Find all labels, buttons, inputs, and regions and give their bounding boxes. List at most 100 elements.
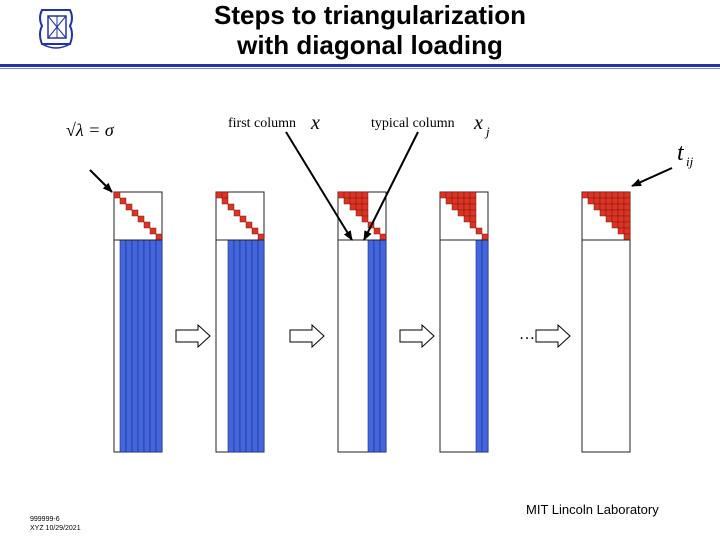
matrix-5 bbox=[581, 191, 631, 453]
matrix-outline bbox=[581, 191, 631, 453]
red-cell bbox=[361, 215, 369, 223]
blue-column bbox=[149, 239, 157, 453]
red-cell bbox=[119, 197, 127, 205]
red-cell bbox=[137, 215, 145, 223]
blue-column bbox=[481, 239, 489, 453]
blue-column bbox=[475, 239, 483, 453]
red-cell bbox=[451, 203, 459, 211]
red-cell bbox=[355, 197, 363, 205]
title-line-2: with diagonal loading bbox=[237, 30, 503, 60]
red-cell bbox=[623, 209, 631, 217]
red-cell bbox=[215, 191, 223, 199]
header-rule bbox=[0, 64, 720, 67]
red-cell bbox=[337, 191, 345, 199]
red-cell bbox=[623, 191, 631, 199]
red-cell bbox=[143, 221, 151, 229]
red-cell bbox=[617, 215, 625, 223]
red-cell bbox=[599, 203, 607, 211]
t-label: t bbox=[677, 140, 684, 166]
typical-column-arrow bbox=[363, 131, 419, 241]
red-cell bbox=[457, 197, 465, 205]
transition-arrow bbox=[535, 323, 571, 349]
red-cell bbox=[451, 197, 459, 205]
red-cell bbox=[361, 209, 369, 217]
blue-column bbox=[379, 239, 387, 453]
red-cell bbox=[457, 191, 465, 199]
red-cell bbox=[349, 203, 357, 211]
transition-arrow bbox=[175, 323, 211, 349]
red-cell bbox=[457, 203, 465, 211]
red-cell bbox=[617, 209, 625, 217]
transition-arrow bbox=[289, 323, 325, 349]
red-cell bbox=[251, 227, 259, 235]
sqrt-lambda-arrow bbox=[89, 169, 113, 193]
red-cell bbox=[587, 191, 595, 199]
blue-column bbox=[239, 239, 247, 453]
title-line-1: Steps to triangularization bbox=[213, 0, 527, 30]
red-cell bbox=[611, 215, 619, 223]
red-cell bbox=[481, 233, 489, 241]
blue-column bbox=[227, 239, 235, 453]
red-cell bbox=[599, 209, 607, 217]
first-column-arrow bbox=[285, 131, 353, 241]
blue-column bbox=[137, 239, 145, 453]
red-cell bbox=[599, 197, 607, 205]
blue-column bbox=[131, 239, 139, 453]
red-cell bbox=[623, 221, 631, 229]
red-cell bbox=[149, 227, 157, 235]
red-cell bbox=[617, 227, 625, 235]
red-cell bbox=[349, 191, 357, 199]
red-cell bbox=[605, 191, 613, 199]
blue-column bbox=[125, 239, 133, 453]
matrices-group bbox=[113, 191, 631, 453]
red-cell bbox=[599, 191, 607, 199]
matrix-1 bbox=[113, 191, 163, 453]
red-cell bbox=[445, 191, 453, 199]
red-cell bbox=[611, 209, 619, 217]
red-cell bbox=[233, 209, 241, 217]
red-cell bbox=[257, 233, 265, 241]
red-cell bbox=[469, 197, 477, 205]
red-cell bbox=[355, 203, 363, 211]
red-cell bbox=[469, 191, 477, 199]
red-cell bbox=[623, 197, 631, 205]
blue-column bbox=[233, 239, 241, 453]
red-cell bbox=[593, 203, 601, 211]
red-cell bbox=[355, 209, 363, 217]
transition-arrows-group bbox=[175, 323, 571, 349]
transition-arrow bbox=[399, 323, 435, 349]
red-cell bbox=[361, 197, 369, 205]
red-cell bbox=[617, 197, 625, 205]
red-cell bbox=[239, 215, 247, 223]
red-cell bbox=[611, 203, 619, 211]
red-cell bbox=[439, 191, 447, 199]
red-cell bbox=[221, 191, 229, 199]
blue-column bbox=[257, 239, 265, 453]
first-column-label: first column bbox=[228, 116, 297, 131]
footer-code: 999999-6 bbox=[30, 516, 60, 523]
red-cell bbox=[245, 221, 253, 229]
red-cell bbox=[155, 233, 163, 241]
blue-column bbox=[251, 239, 259, 453]
red-cell bbox=[343, 191, 351, 199]
blue-column bbox=[367, 239, 375, 453]
matrix-4 bbox=[439, 191, 489, 453]
red-cell bbox=[617, 221, 625, 229]
header-rule-thin bbox=[0, 68, 720, 69]
red-cell bbox=[469, 209, 477, 217]
red-cell bbox=[593, 191, 601, 199]
red-cell bbox=[349, 197, 357, 205]
red-cell bbox=[623, 233, 631, 241]
red-cell bbox=[125, 203, 133, 211]
matrix-3 bbox=[337, 191, 387, 453]
typical-column-sub: j bbox=[486, 124, 490, 139]
red-cell bbox=[355, 191, 363, 199]
blue-column bbox=[119, 239, 127, 453]
red-cell bbox=[463, 191, 471, 199]
red-cell bbox=[623, 227, 631, 235]
t-sub: ij bbox=[686, 154, 694, 169]
red-cell bbox=[605, 215, 613, 223]
red-cell bbox=[469, 203, 477, 211]
red-cell bbox=[221, 197, 229, 205]
